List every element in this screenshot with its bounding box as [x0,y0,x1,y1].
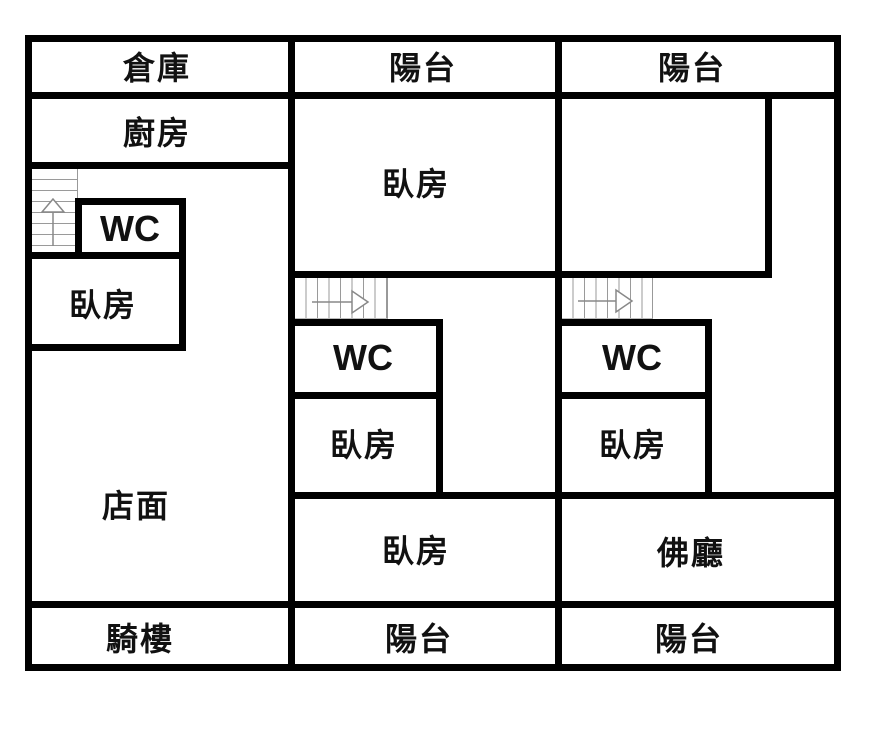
stair-right-arrow-icon [578,288,634,314]
wall-bottom-row-top [25,601,841,608]
label-wc-middle: WC [333,337,393,378]
staircase-right [562,278,653,319]
label-kitchen: 廚房 [122,115,192,151]
label-balcony-top-right: 陽台 [657,50,727,86]
label-bedroom-left: 臥房 [68,287,138,323]
label-buddhist-hall: 佛廳 [656,535,726,571]
label-bedroom-middle-top: 臥房 [381,166,451,202]
room-bedroom-middle-box [288,392,443,499]
label-wc-left: WC [100,208,160,249]
label-balcony-bottom-middle: 陽台 [384,621,454,657]
room-bedroom-left [25,252,186,351]
label-bedroom-right-box: 臥房 [598,427,668,463]
wall-room-right-edge [765,92,772,278]
room-bedroom-right-box [555,392,712,499]
label-bedroom-middle-lower: 臥房 [381,533,451,569]
label-arcade: 騎樓 [105,621,175,657]
wall-outer-border [25,35,841,671]
stair-right-arrow-icon [312,289,370,315]
room-wc-left [75,198,186,259]
label-storefront: 店面 [101,488,171,524]
label-balcony-top-middle: 陽台 [388,50,458,86]
label-wc-right: WC [602,337,662,378]
wall-bedrooms-bottom [288,271,772,278]
stair-up-arrow-icon [40,197,66,246]
label-storage: 倉庫 [122,50,192,86]
staircase-middle [295,278,388,319]
wall-top-row-bottom [25,92,841,99]
label-bedroom-middle-box: 臥房 [329,427,399,463]
label-balcony-bottom-right: 陽台 [654,621,724,657]
wall-kitchen-bottom [25,162,295,169]
room-wc-middle [288,319,443,399]
